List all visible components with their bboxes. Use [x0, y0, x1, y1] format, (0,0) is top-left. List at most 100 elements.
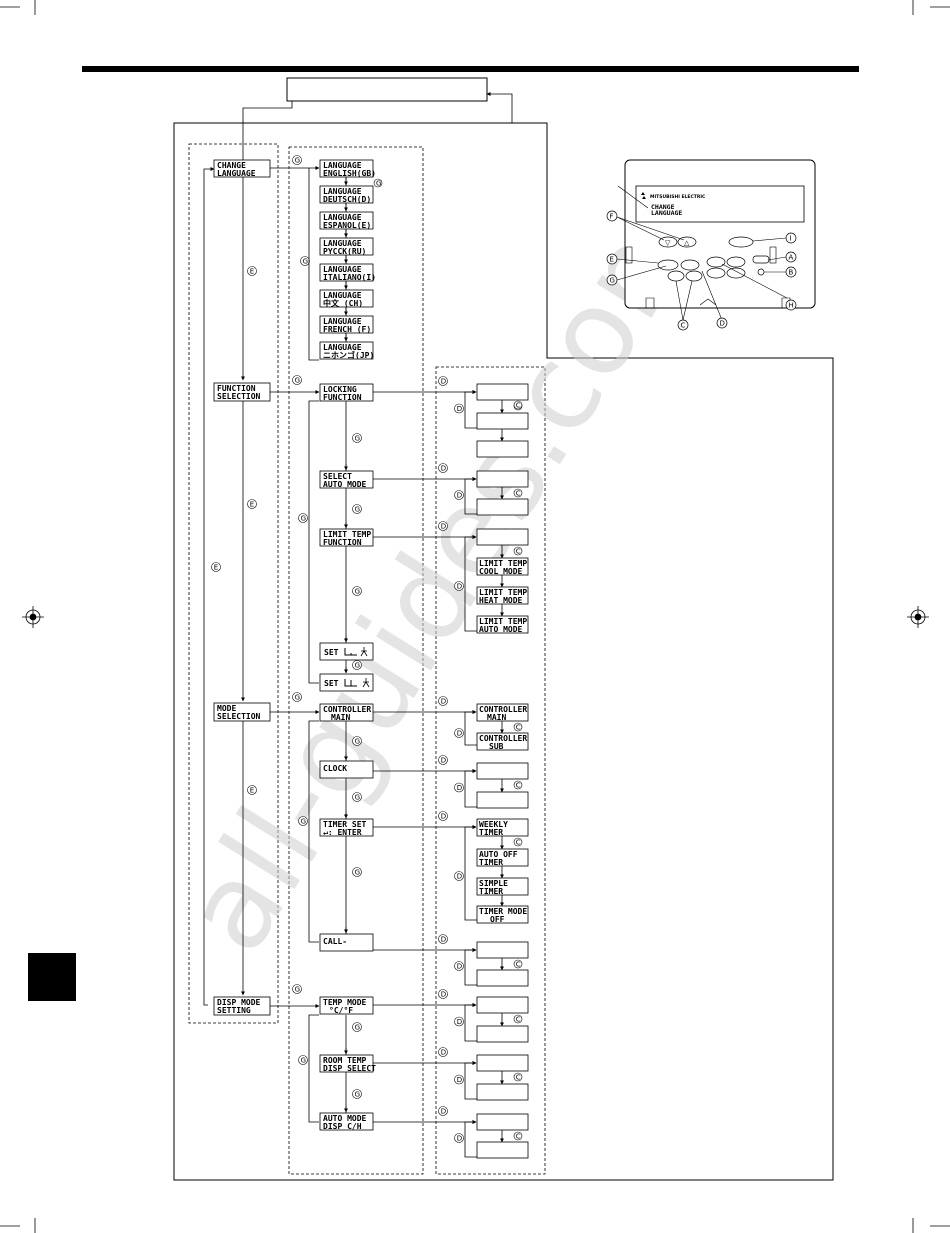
timer-up-button[interactable] [685, 270, 703, 282]
top-screen-box [286, 77, 488, 102]
svg-text:D: D [441, 1049, 446, 1057]
check-button[interactable] [680, 259, 700, 271]
controller-main[interactable]: CONTROLLER MAIN [476, 703, 529, 722]
g-labels: G G G G G G G G G G G G G G G G G G [292, 155, 383, 1099]
remote-leaders [616, 185, 788, 321]
louver-button[interactable] [706, 267, 726, 279]
callout-a [785, 251, 797, 263]
fan-button[interactable] [706, 256, 726, 268]
svg-text:AUTO OFF: AUTO OFF [479, 850, 518, 859]
disp-auto-mode[interactable]: AUTO MODE DISP C/H [319, 1112, 374, 1131]
svg-text:FUNCTION: FUNCTION [217, 384, 256, 393]
svg-text:LANGUAGE: LANGUAGE [217, 169, 256, 178]
limit-cool[interactable]: LIMIT TEMP COOL MODE [476, 557, 529, 576]
timer-weekly[interactable]: WEEKLY TIMER [476, 818, 529, 837]
func-set-1[interactable]: SET [319, 642, 374, 661]
language-label: LANGUAGE [323, 265, 362, 274]
language-label: LANGUAGE [323, 161, 362, 170]
controller-sub[interactable]: CONTROLLER SUB [476, 732, 529, 751]
mode-call[interactable]: CALL- [319, 933, 374, 952]
svg-text:D: D [441, 813, 446, 821]
svg-text:C: C [516, 960, 521, 968]
mode-timer-set[interactable]: TIMER SET ↵: ENTER [319, 818, 374, 837]
mode-controller[interactable]: CONTROLLER MAIN [319, 703, 374, 722]
language-label: LANGUAGE [323, 291, 362, 300]
limit-heat[interactable]: LIMIT TEMP HEAT MODE [476, 586, 529, 605]
svg-text:LIMIT TEMP: LIMIT TEMP [479, 588, 527, 597]
language-label: LANGUAGE [323, 317, 362, 326]
svg-text:D: D [441, 698, 446, 706]
svg-text:SIMPLE: SIMPLE [479, 879, 508, 888]
svg-text:CONTROLLER: CONTROLLER [479, 705, 527, 714]
svg-text:G: G [303, 258, 308, 266]
mode-clock[interactable]: CLOCK [319, 760, 374, 779]
menu-function-selection[interactable]: FUNCTION SELECTION [213, 382, 271, 402]
svg-text:A: A [789, 254, 794, 262]
svg-text:SELECT: SELECT [323, 472, 352, 481]
limit-auto[interactable]: LIMIT TEMP AUTO MODE [476, 615, 529, 634]
svg-text:G: G [355, 738, 360, 746]
svg-text:▽: ▽ [665, 239, 671, 247]
remote-controller: MITSUBISHI ELECTRIC CHANGE LANGUAGE ▽ △ [624, 159, 816, 309]
svg-text:G: G [355, 506, 360, 514]
svg-text:G: G [355, 869, 360, 877]
menu-change-language[interactable]: CHANGE LANGUAGE [213, 159, 271, 178]
svg-text:TIMER: TIMER [479, 887, 503, 896]
svg-text:G: G [610, 277, 615, 285]
ventilation-button[interactable] [726, 267, 746, 279]
svg-text:D: D [457, 405, 462, 413]
svg-text:OFF: OFF [490, 915, 505, 924]
svg-text:MODE: MODE [217, 704, 236, 713]
svg-text:D: D [457, 1135, 462, 1143]
svg-text:CHANGE: CHANGE [217, 161, 246, 170]
language-value: ENGLISH(GB) [323, 169, 376, 178]
func-limit-temp[interactable]: LIMIT TEMP FUNCTION [319, 528, 374, 547]
svg-text:C: C [516, 401, 521, 409]
svg-text:D: D [720, 320, 725, 328]
svg-text:HEAT MODE: HEAT MODE [479, 596, 523, 605]
timer-simple[interactable]: SIMPLE TIMER [476, 877, 529, 896]
svg-text:DISP C/H: DISP C/H [323, 1122, 362, 1131]
disp-room-temp[interactable]: ROOM TEMP DISP SELECT [319, 1054, 376, 1073]
item-region [288, 146, 424, 1175]
test-run-button[interactable] [752, 255, 770, 264]
timer-mode-off[interactable]: TIMER MODE OFF [476, 905, 529, 924]
func-set-2[interactable]: SET [319, 673, 374, 692]
timer-down-button[interactable] [667, 270, 685, 282]
section-tab [28, 953, 76, 1001]
menu-disp-mode-setting[interactable]: DISP MODE SETTING [213, 996, 271, 1016]
svg-text:C: C [681, 322, 686, 330]
timer-auto-off[interactable]: AUTO OFF TIMER [476, 848, 529, 867]
svg-text:G: G [301, 818, 306, 826]
svg-text:LIMIT TEMP: LIMIT TEMP [479, 617, 527, 626]
on-off-button[interactable] [728, 236, 754, 248]
mode-button[interactable] [657, 259, 679, 271]
func-select-auto[interactable]: SELECT AUTO MODE [319, 470, 374, 489]
func-locking[interactable]: LOCKING FUNCTION [319, 383, 374, 402]
svg-text:MAIN: MAIN [331, 713, 350, 722]
reset-button[interactable] [757, 268, 765, 276]
svg-text:C: C [516, 1073, 521, 1081]
registration-mark-right [907, 606, 929, 628]
menu-mode-selection[interactable]: MODE SELECTION [213, 702, 271, 722]
disp-temp-mode[interactable]: TEMP MODE °C/°F [319, 996, 374, 1015]
svg-text:COOL MODE: COOL MODE [479, 567, 523, 576]
svg-text:WEEKLY: WEEKLY [479, 820, 508, 829]
svg-text:CONTROLLER: CONTROLLER [479, 734, 527, 743]
svg-text:TIMER: TIMER [479, 828, 503, 837]
vane-button[interactable] [726, 256, 746, 268]
svg-text:SUB: SUB [489, 742, 504, 751]
callout-e [606, 253, 618, 265]
svg-text:D: D [441, 465, 446, 473]
language-value: DEUTSCH(D) [323, 195, 371, 204]
svg-text:E: E [250, 268, 254, 276]
svg-text:G: G [376, 179, 381, 187]
